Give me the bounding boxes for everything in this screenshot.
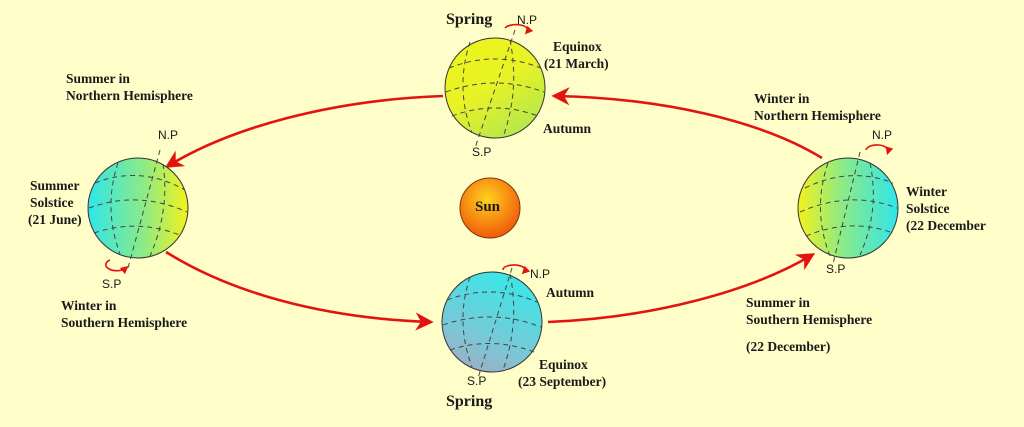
left-date-label: (21 June) — [28, 212, 82, 227]
globe-right — [797, 144, 899, 269]
sun-label: Sun — [475, 199, 501, 215]
right-north-note-line2: Northern Hemisphere — [754, 108, 881, 123]
left-south-note-line2: Southern Hemisphere — [61, 315, 188, 330]
right-event-line1: Winter — [906, 184, 947, 199]
bottom-date-label: (23 September) — [518, 374, 607, 389]
globe-left — [87, 149, 189, 275]
right-event-line2: Solstice — [906, 201, 950, 216]
left-north-note-line1: Summer in — [66, 71, 130, 86]
left-north-note-line2: Northern Hemisphere — [66, 88, 193, 103]
left-event-line1: Summer — [30, 178, 80, 193]
orbit-arrow-bottom-to-right — [547, 253, 816, 324]
globe-bottom — [441, 264, 543, 379]
bottom-south-pole-label: S.P — [467, 374, 487, 388]
left-south-pole-label: S.P — [102, 277, 122, 291]
orbit-arrow-left-to-bottom — [165, 250, 434, 331]
top-north-pole-label: N.P — [517, 13, 538, 27]
top-event-label: Equinox — [553, 39, 602, 54]
bottom-event-label: Equinox — [539, 357, 588, 372]
top-south-pole-label: S.P — [472, 145, 492, 159]
right-south-pole-label: S.P — [826, 262, 846, 276]
bottom-season-label: Spring — [446, 393, 493, 410]
right-north-pole-label: N.P — [872, 128, 893, 142]
right-north-note-line1: Winter in — [754, 91, 810, 106]
globe-top — [444, 23, 546, 149]
orbit-arrow-top-to-left — [164, 94, 444, 168]
orbit-arrow-right-to-top — [551, 87, 823, 160]
top-opposite-season-label: Autumn — [543, 121, 592, 136]
left-south-note-line1: Winter in — [61, 298, 117, 313]
left-event-line2: Solstice — [30, 195, 74, 210]
right-south-note-line1: Summer in — [746, 295, 810, 310]
right-extra-date-label: (22 December) — [746, 339, 831, 354]
right-south-note-line2: Southern Hemisphere — [746, 312, 873, 327]
top-date-label: (21 March) — [544, 56, 609, 71]
bottom-north-pole-label: N.P — [530, 267, 551, 281]
bottom-opposite-season-label: Autumn — [546, 285, 595, 300]
sun — [459, 177, 521, 239]
left-north-pole-label: N.P — [158, 128, 179, 142]
right-date-label: (22 December — [906, 218, 986, 233]
top-season-label: Spring — [446, 11, 493, 28]
